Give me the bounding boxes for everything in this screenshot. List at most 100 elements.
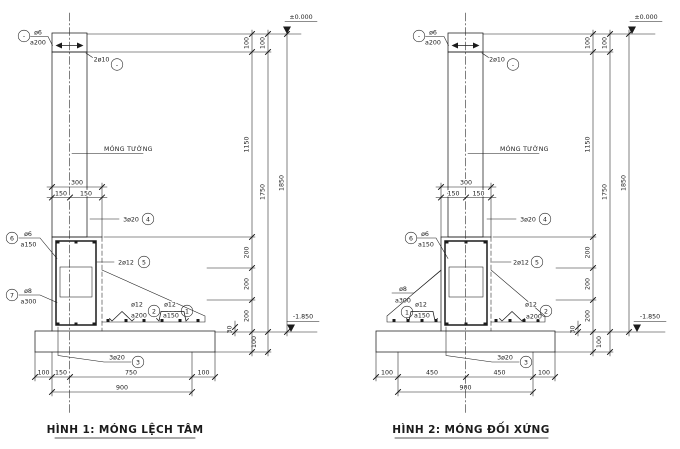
dim-200: 200	[244, 278, 251, 290]
rebar-size: ø8	[399, 286, 407, 293]
callout-num: 5	[142, 259, 146, 266]
callout-circle-7	[5, 288, 19, 302]
rebar-label: 2ø12	[118, 260, 134, 267]
callout-circle-4	[141, 212, 155, 226]
fig1-callouts: - ø6 a200 2ø10 - MÓNG TƯỜNG 3ø20 4 2ø12 …	[5, 29, 194, 369]
dim-100: 100	[260, 37, 267, 49]
rebar-spacing: a300	[395, 298, 411, 305]
callout-circle-3	[131, 355, 145, 369]
fig2-horizontal-dims: 300 150 150 100 450 450 100 900	[381, 178, 550, 392]
rebar-size: ø12	[164, 302, 176, 309]
callout-num: 6	[10, 235, 14, 242]
rebar-label: 3ø20	[109, 355, 125, 362]
fig1-haunch	[101, 269, 206, 323]
fig2-structure	[375, 12, 556, 416]
callout-circle-4	[538, 212, 552, 226]
fig1-level-bottom-value: -1.850	[293, 314, 313, 321]
rebar-size: ø8	[24, 288, 32, 295]
fig1-level-bottom: -1.850	[286, 314, 320, 332]
fig1-footing-stem	[51, 236, 103, 332]
fig1-vertical-dims: 100 100 1150 1750 1850 200 200 200 30 10…	[227, 37, 286, 348]
dim-450: 450	[493, 370, 505, 377]
wall-label: MÓNG TƯỜNG	[500, 144, 549, 153]
dim-200: 200	[585, 246, 592, 258]
dim-200: 200	[585, 278, 592, 290]
dim-100: 100	[602, 37, 609, 49]
rebar-label: 3ø20	[497, 355, 513, 362]
callout-num: 2	[544, 308, 548, 315]
fig1-leaders	[18, 36, 144, 363]
dim-900: 900	[459, 385, 471, 392]
fig2-level-top: ±0.000	[628, 14, 663, 34]
callout-circle	[412, 29, 426, 43]
dim-200: 200	[244, 246, 251, 258]
dim-30: 30	[227, 325, 234, 333]
callout-circle	[17, 29, 31, 43]
rebar-label: 2ø12	[513, 260, 529, 267]
rebar-size: ø6	[421, 231, 429, 238]
callout-num: -	[23, 33, 25, 40]
rebar-spacing: a200	[425, 40, 441, 47]
rebar-size: ø6	[429, 30, 437, 37]
callout-num: 1	[405, 309, 409, 316]
callout-circle	[110, 58, 124, 71]
fig2-level-bottom: -1.850	[633, 314, 667, 332]
callout-circle-3	[519, 355, 533, 369]
fig2-leaders	[391, 36, 540, 363]
dim-1750: 1750	[602, 184, 609, 200]
dim-150: 150	[55, 191, 67, 198]
dim-100: 100	[244, 37, 251, 49]
dim-750: 750	[125, 370, 137, 377]
rebar-spacing: a150	[418, 242, 434, 249]
rebar-label: 3ø20	[520, 217, 536, 224]
dim-100: 100	[37, 370, 49, 377]
callout-num: -	[418, 33, 420, 40]
fig1-structure	[34, 12, 216, 416]
fig1-rebar-glyph-a150	[155, 311, 190, 322]
fig2-callouts: - ø6 a200 2ø10 - MÓNG TƯỜNG 3ø20 4 2ø12 …	[395, 29, 553, 369]
rebar-spacing: a150	[414, 313, 430, 320]
dim-1850: 1850	[621, 175, 628, 191]
fig2-rebar-glyph-a200	[498, 310, 526, 322]
fig1-title: HÌNH 1: MÓNG LỆCH TÂM	[47, 423, 204, 436]
callout-circle-5	[137, 255, 151, 269]
dim-100: 100	[381, 370, 393, 377]
fig1-level-top-value: ±0.000	[289, 14, 312, 21]
callout-num: -	[512, 62, 514, 69]
fig1-level-top: ±0.000	[283, 14, 318, 34]
dim-200: 200	[244, 310, 251, 322]
rebar-spacing: a200	[526, 314, 542, 321]
dim-100: 100	[197, 370, 209, 377]
callout-num: 3	[136, 359, 140, 366]
fig2-title-block: HÌNH 2: MÓNG ĐỐI XỨNG	[392, 421, 549, 439]
dim-300: 300	[460, 180, 472, 187]
callout-circle-6	[404, 231, 418, 245]
callout-num: 2	[152, 308, 156, 315]
rebar-spacing: a200	[131, 313, 147, 320]
fig1-concrete-bed	[34, 330, 216, 353]
dim-1150: 1150	[244, 136, 251, 152]
callout-circle-2	[539, 304, 553, 318]
fig2-vertical-dims: 100 100 1150 1750 1850 200 200 200 30 10…	[570, 37, 628, 348]
dim-1850: 1850	[279, 175, 286, 191]
fig2-level-top-value: ±0.000	[634, 14, 657, 21]
fig1-stirrup-cage	[55, 240, 97, 326]
rebar-size: ø12	[525, 302, 537, 309]
rebar-spacing: a150	[163, 313, 179, 320]
fig2-dimensions	[372, 29, 666, 397]
fig1-rebar-glyph-a200	[108, 310, 136, 322]
dim-150: 150	[55, 370, 67, 377]
dim-100: 100	[585, 37, 592, 49]
dim-450: 450	[426, 370, 438, 377]
fig2-title: HÌNH 2: MÓNG ĐỐI XỨNG	[392, 421, 549, 436]
callout-circle-6	[5, 231, 19, 245]
dim-100: 100	[251, 336, 258, 348]
fig2-level-bottom-value: -1.850	[640, 314, 660, 321]
dim-200: 200	[585, 310, 592, 322]
fig2-haunch-right	[490, 269, 546, 323]
rebar-spacing: a150	[21, 242, 37, 249]
figure-2: ±0.000 -1.850 100 100 1150 1750 1850 200…	[372, 12, 667, 439]
dim-300: 300	[71, 180, 83, 187]
